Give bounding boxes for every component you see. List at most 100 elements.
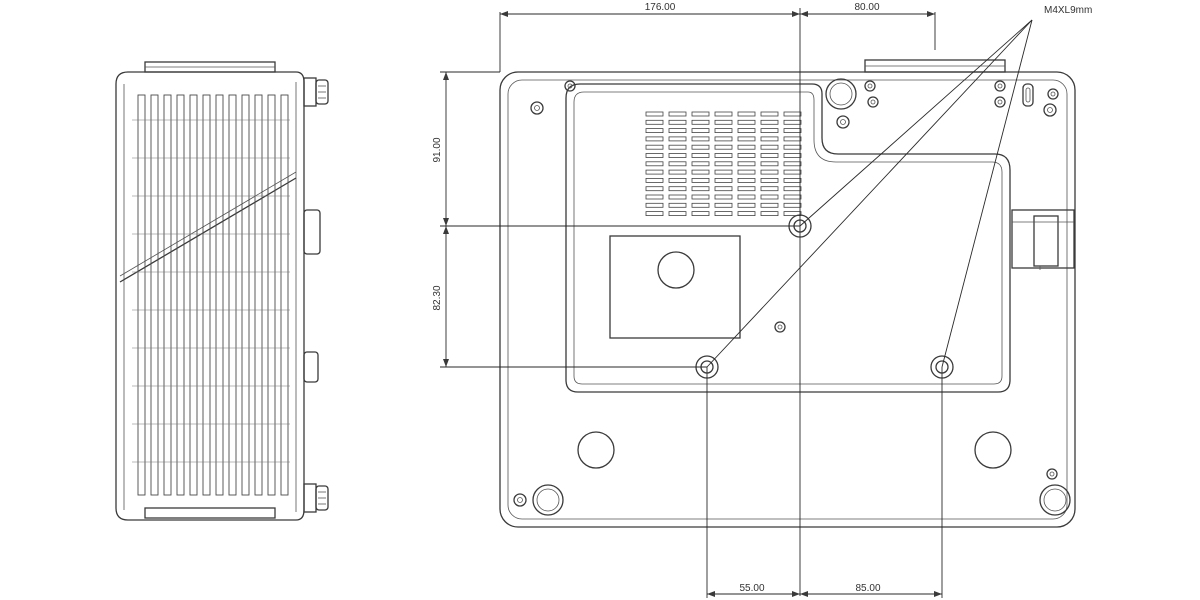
vent-cell [668,194,687,200]
vent-cell [668,136,687,142]
vent-cell [783,169,802,175]
vent-cell [691,177,710,183]
vent-cell [714,128,733,134]
side-diagonal [119,177,297,283]
vent-cell [645,186,664,192]
vent-slat [280,94,289,496]
dimension-lines [440,8,1033,598]
vent-cell [783,186,802,192]
vent-cell [760,211,779,217]
vent-slat [137,94,146,496]
vent-cell [691,128,710,134]
label-plate-hole [657,251,695,289]
bottom-view [499,59,1076,528]
dim-label-bottom-left: 55.00 [739,583,764,594]
side-connectors [303,77,329,513]
vent-cell [691,202,710,208]
vent-cell [714,153,733,158]
vent-cell [737,136,756,142]
vent-cell [714,194,733,200]
vent-cell [714,177,733,183]
side-view [115,61,329,521]
vent-cell [760,119,779,125]
vent-cell [668,202,687,208]
vent-cell [737,144,756,150]
vent-cell [737,186,756,192]
vent-cell [737,161,756,167]
vent-cell [714,111,733,117]
vent-grid [645,111,802,217]
label-plate [609,235,741,339]
vent-slat [215,94,224,496]
vent-cell [760,161,779,167]
foot-bottom-right [1039,484,1071,516]
callout-label: M4XL9mm [1044,5,1092,16]
vent-cell [645,119,664,125]
vent-cell [714,136,733,142]
vent-cell [668,177,687,183]
vent-cell [760,186,779,192]
vent-cell [737,111,756,117]
vent-cell [691,194,710,200]
vent-cell [668,119,687,125]
vent-cell [783,119,802,125]
vent-cell [783,161,802,167]
vent-cell [714,211,733,217]
vent-cell [691,161,710,167]
inner-plate [565,83,1011,393]
vent-slat [163,94,172,496]
vent-cell [668,111,687,117]
vent-cell [714,202,733,208]
vent-cell [760,144,779,150]
vent-cell [714,144,733,150]
pad-right [974,431,1012,469]
vent-cell [645,144,664,150]
vent-cell [737,153,756,158]
vent-cell [714,169,733,175]
side-latch [1011,209,1075,270]
vent-cell [645,169,664,175]
bottom-body-outline [499,71,1076,528]
vent-cell [668,186,687,192]
vent-cell [760,153,779,158]
vent-cell [645,161,664,167]
vent-cell [691,136,710,142]
vent-cell [691,186,710,192]
vent-slat [202,94,211,496]
dim-label-top-left: 176.00 [645,2,676,13]
vent-cell [691,119,710,125]
vent-slat [189,94,198,496]
vent-cell [783,128,802,134]
vent-cell [783,194,802,200]
side-body-outline [115,71,305,521]
vent-cell [783,177,802,183]
foot-bottom-left [532,484,564,516]
vent-cell [737,211,756,217]
vent-cell [645,153,664,158]
vent-cell [645,111,664,117]
pad-left [577,431,615,469]
vent-slat [267,94,276,496]
vent-cell [645,136,664,142]
vent-slat [176,94,185,496]
vent-cell [668,161,687,167]
vent-cell [714,186,733,192]
vent-cell [645,128,664,134]
vent-cell [668,153,687,158]
vent-cell [783,211,802,217]
small-screw [774,321,786,333]
vent-cell [714,161,733,167]
corner-screws [513,80,1059,507]
vent-slat [254,94,263,496]
vent-cell [737,177,756,183]
vent-cell [645,211,664,217]
vent-cell [737,119,756,125]
dim-label-bottom-right: 85.00 [855,583,880,594]
vent-cell [645,177,664,183]
vent-cell [783,153,802,158]
vent-cell [760,111,779,117]
vent-cell [714,119,733,125]
vent-cell [737,194,756,200]
vent-cell [691,144,710,150]
